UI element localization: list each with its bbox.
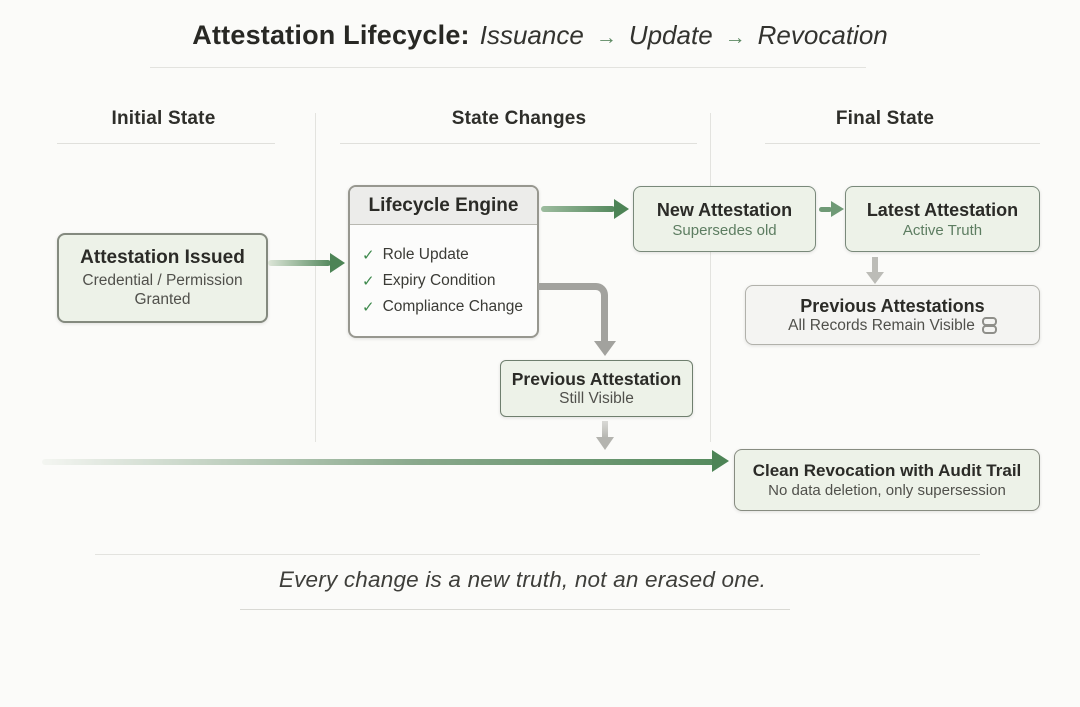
attestation-issued-subtitle: Credential / Permission Granted	[82, 271, 243, 308]
attestation-issued-title: Attestation Issued	[80, 246, 245, 268]
previous-attestation-title: Previous Attestation	[511, 369, 682, 389]
previous-attestations-subtitle-row: All Records Remain Visible	[788, 317, 997, 335]
arrowhead-engine-to-new-icon	[614, 199, 629, 219]
arrow-issued-to-engine	[268, 260, 331, 266]
title-stage-issuance: Issuance	[479, 20, 584, 50]
engine-item-expiry-condition: ✓ Expiry Condition	[362, 272, 525, 290]
engine-item-label: Compliance Change	[382, 297, 524, 315]
node-previous-attestation: Previous Attestation Still Visible	[500, 360, 693, 417]
footer-divider-bottom	[240, 609, 790, 610]
new-attestation-title: New Attestation	[656, 199, 793, 220]
node-latest-attestation: Latest Attestation Active Truth	[845, 186, 1040, 252]
previous-attestations-subtitle: All Records Remain Visible	[788, 316, 975, 334]
title-stage-update: Update	[628, 20, 713, 50]
node-new-attestation: New Attestation Supersedes old	[633, 186, 816, 252]
engine-item-label: Role Update	[382, 245, 469, 263]
column-underline-initial	[57, 143, 275, 144]
column-divider-1	[315, 113, 316, 442]
node-previous-attestations: Previous Attestations All Records Remain…	[745, 285, 1040, 345]
arrow-previous-to-revocation-line	[602, 421, 608, 439]
lifecycle-engine-list: ✓ Role Update ✓ Expiry Condition ✓ Compl…	[350, 225, 537, 336]
title-main: Attestation Lifecycle:	[192, 20, 470, 50]
column-header-final-state: Final State	[835, 108, 935, 129]
node-attestation-issued: Attestation Issued Credential / Permissi…	[57, 233, 268, 323]
latest-attestation-title: Latest Attestation	[866, 199, 1019, 220]
clean-revocation-title: Clean Revocation with Audit Trail	[752, 461, 1022, 480]
arrowhead-revocation-timeline-icon	[712, 450, 729, 472]
node-clean-revocation: Clean Revocation with Audit Trail No dat…	[734, 449, 1040, 511]
engine-item-label: Expiry Condition	[382, 271, 496, 289]
arrowhead-latest-to-previous-records-icon	[866, 272, 884, 284]
arrow-latest-to-previous-records	[872, 257, 878, 274]
arrowhead-engine-to-previous-icon	[594, 341, 616, 356]
clean-revocation-subtitle: No data deletion, only supersession	[768, 482, 1006, 499]
arrow-engine-to-new	[541, 206, 615, 212]
previous-attestation-subtitle: Still Visible	[559, 390, 634, 407]
footer-quote: Every change is a new truth, not an eras…	[278, 567, 767, 592]
lifecycle-engine-title: Lifecycle Engine	[350, 187, 537, 225]
arrowhead-previous-to-revocation-line-icon	[596, 437, 614, 450]
page-title: Attestation Lifecycle: Issuance → Update…	[0, 20, 1080, 51]
arrowhead-issued-to-engine-icon	[330, 253, 345, 273]
new-attestation-subtitle: Supersedes old	[672, 221, 777, 239]
checkmark-icon: ✓	[362, 246, 375, 264]
column-underline-final	[765, 143, 1040, 144]
checkmark-icon: ✓	[362, 298, 375, 316]
title-divider	[150, 67, 866, 68]
arrow-new-to-latest	[819, 207, 832, 212]
arrow-revocation-timeline	[42, 459, 718, 465]
column-divider-2	[710, 113, 711, 442]
column-underline-changes	[340, 143, 697, 144]
title-arrow-icon-2: →	[724, 26, 746, 49]
engine-item-compliance-change: ✓ Compliance Change	[362, 298, 525, 316]
title-arrow-icon-1: →	[595, 26, 617, 49]
title-stage-revocation: Revocation	[757, 20, 888, 50]
column-header-initial-state: Initial State	[111, 108, 216, 129]
checkmark-icon: ✓	[362, 272, 375, 290]
arrow-engine-to-previous	[538, 283, 608, 343]
node-lifecycle-engine: Lifecycle Engine ✓ Role Update ✓ Expiry …	[348, 185, 539, 338]
column-header-state-changes: State Changes	[451, 108, 587, 129]
latest-attestation-subtitle: Active Truth	[902, 221, 983, 239]
database-icon	[981, 317, 997, 334]
footer-divider-top	[95, 554, 980, 555]
engine-item-role-update: ✓ Role Update	[362, 246, 525, 264]
previous-attestations-title: Previous Attestations	[800, 295, 985, 316]
arrowhead-new-to-latest-icon	[831, 201, 844, 217]
